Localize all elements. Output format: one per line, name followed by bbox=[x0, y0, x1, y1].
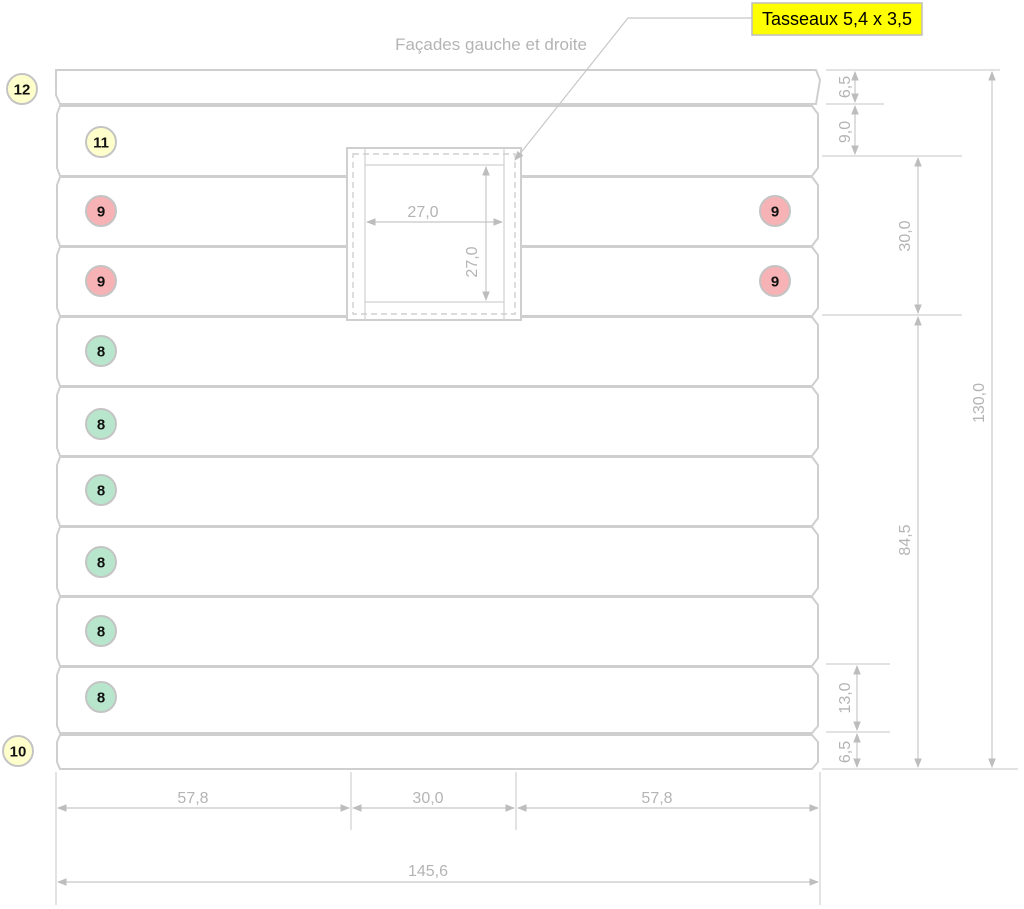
badge-label: 9 bbox=[771, 204, 779, 221]
dim-label-total: 130,0 bbox=[971, 383, 988, 423]
badge-9: 9 bbox=[759, 195, 791, 227]
badge-label: 9 bbox=[97, 204, 105, 221]
badge-11: 11 bbox=[85, 126, 117, 158]
badge-label: 11 bbox=[93, 135, 109, 152]
plank-row-8f bbox=[56, 666, 819, 734]
dim-label-bottom-total: 145,6 bbox=[408, 863, 448, 880]
badge-label: 8 bbox=[97, 417, 105, 434]
plank-row-8a bbox=[56, 316, 819, 387]
dim-label-last-plank: 13,0 bbox=[837, 682, 854, 713]
badge-label: 8 bbox=[97, 690, 105, 707]
badge-circle bbox=[85, 265, 117, 297]
plank-row-8c bbox=[56, 456, 819, 527]
planks bbox=[55, 69, 822, 770]
badge-label: 12 bbox=[14, 82, 31, 99]
callout-box bbox=[751, 2, 923, 36]
badge-circle bbox=[85, 474, 117, 506]
right-dimensions: 6,5 9,0 30,0 84,5 130,0 13,0 6,5 bbox=[822, 69, 1018, 770]
dim-label-bottom-middle: 30,0 bbox=[412, 790, 443, 807]
badge-label: 8 bbox=[97, 344, 105, 361]
badge-circle bbox=[85, 546, 117, 578]
window-frame-outer bbox=[346, 147, 522, 321]
callout: Tasseaux 5,4 x 3,5 bbox=[514, 2, 923, 161]
badge-9: 9 bbox=[85, 265, 117, 297]
badge-circle bbox=[85, 408, 117, 440]
badge-9: 9 bbox=[759, 265, 791, 297]
callout-text: Tasseaux 5,4 x 3,5 bbox=[762, 9, 912, 29]
dim-label-second-strip: 9,0 bbox=[837, 121, 854, 143]
badge-circle bbox=[6, 73, 38, 105]
dim-label-bottom-left: 57,8 bbox=[177, 790, 208, 807]
badge-circle bbox=[759, 265, 791, 297]
badge-12: 12 bbox=[6, 73, 38, 105]
plank-row-8d bbox=[56, 526, 819, 597]
badge-10: 10 bbox=[2, 735, 34, 767]
badge-circle bbox=[2, 735, 34, 767]
badge-8: 8 bbox=[85, 615, 117, 647]
dim-label-bottom-right: 57,8 bbox=[641, 790, 672, 807]
badge-label: 9 bbox=[771, 274, 779, 291]
badge-circle bbox=[85, 195, 117, 227]
badge-8: 8 bbox=[85, 546, 117, 578]
badge-8: 8 bbox=[85, 408, 117, 440]
badge-circle bbox=[85, 126, 117, 158]
window-width-label: 27,0 bbox=[407, 204, 438, 221]
badge-circle bbox=[85, 615, 117, 647]
badge-8: 8 bbox=[85, 335, 117, 367]
badges: 12 11 9 9 9 9 8 8 8 8 8 8 10 bbox=[2, 73, 791, 767]
callout-leader bbox=[514, 17, 752, 161]
plank-top-strip bbox=[55, 69, 822, 105]
dim-label-top-strip: 6,5 bbox=[837, 76, 854, 98]
window-frame: 27,0 27,0 bbox=[346, 147, 522, 321]
dim-label-bottom-strip: 6,5 bbox=[837, 741, 854, 763]
badge-label: 8 bbox=[97, 555, 105, 572]
badge-8: 8 bbox=[85, 474, 117, 506]
badge-8: 8 bbox=[85, 681, 117, 713]
badge-9: 9 bbox=[85, 195, 117, 227]
badge-circle bbox=[85, 335, 117, 367]
badge-label: 8 bbox=[97, 624, 105, 641]
plank-row-8e bbox=[56, 596, 819, 667]
badge-circle bbox=[759, 195, 791, 227]
badge-label: 8 bbox=[97, 483, 105, 500]
badge-label: 9 bbox=[97, 274, 105, 291]
badge-circle bbox=[85, 681, 117, 713]
plank-bottom-strip bbox=[56, 734, 819, 770]
bottom-dimensions: 57,8 30,0 57,8 145,6 bbox=[55, 772, 821, 905]
dim-label-window-zone: 30,0 bbox=[897, 220, 914, 251]
window-height-label: 27,0 bbox=[464, 246, 481, 277]
dim-label-lower-zone: 84,5 bbox=[897, 524, 914, 555]
drawing-title: Façades gauche et droite bbox=[395, 35, 587, 54]
plank-row-8b bbox=[56, 386, 819, 457]
badge-label: 10 bbox=[10, 744, 27, 761]
window-frame-dashed bbox=[352, 153, 516, 315]
